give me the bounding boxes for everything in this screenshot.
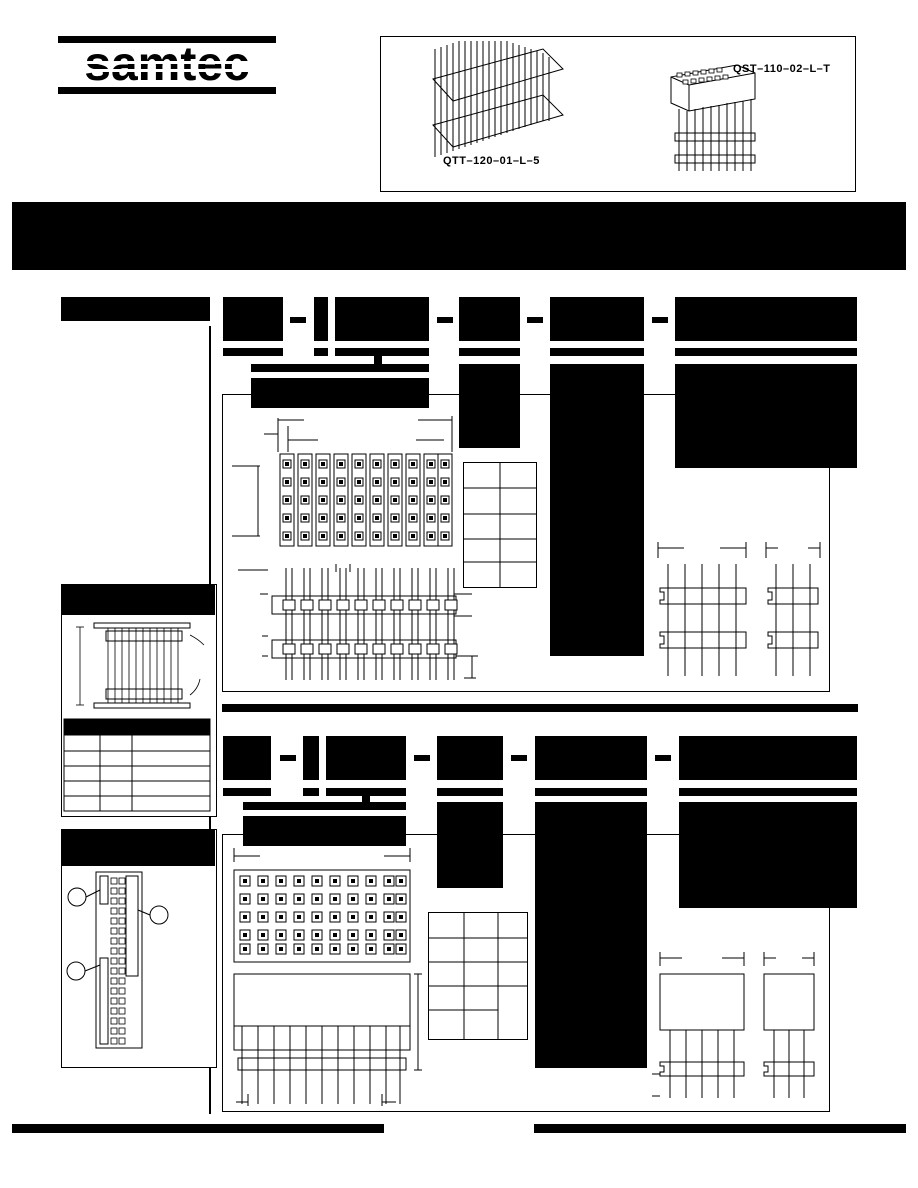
qtt-code-block-3 [335, 297, 429, 341]
qst-column-4-body [437, 802, 503, 888]
qst-option-header [243, 816, 406, 846]
qtt-code-block-2 [314, 297, 328, 341]
qtt-drawing-frame [222, 394, 830, 692]
qtt-column-4-body [459, 364, 520, 448]
qtt-dash-2 [437, 317, 453, 323]
title-banner [12, 202, 906, 270]
qtt-code-block-6 [675, 297, 857, 341]
qst-dash-1 [280, 755, 296, 761]
qst-dash-3 [511, 755, 527, 761]
qtt-connector-illustration [432, 41, 564, 157]
qst-code-block-2 [303, 736, 319, 780]
stacked-connector-drawing [76, 622, 205, 709]
qtt-frame-redraw-6 [675, 394, 829, 468]
svg-text:samtec: samtec [84, 38, 249, 91]
pin-layout-header [62, 830, 215, 866]
qst-code-block-3 [326, 736, 406, 780]
qst-frame-redraw-6 [679, 834, 830, 908]
qst-code-block-1 [223, 736, 271, 780]
qtt-underline-2 [314, 348, 328, 356]
qst-drawing-frame [222, 834, 830, 1112]
qst-end-views [652, 952, 815, 1098]
qtt-pointer [374, 356, 382, 364]
qst-underline-6 [679, 788, 857, 796]
footer-bar-right [534, 1124, 906, 1133]
qst-dimension-table [428, 912, 528, 1040]
qtt-code-block-5 [550, 297, 644, 341]
qtt-underline-3 [335, 348, 429, 356]
samtec-logo: samtec [58, 36, 276, 94]
qtt-code-block-1 [223, 297, 283, 341]
qst-option-bar [243, 802, 406, 810]
qtt-dash-3 [527, 317, 543, 323]
qtt-underline-4 [459, 348, 520, 356]
qtt-top-view [232, 416, 453, 547]
qtt-underline-1 [223, 348, 283, 356]
qtt-option-bar [251, 364, 429, 372]
qst-code-block-5 [535, 736, 647, 780]
qst-underline-3 [326, 788, 406, 796]
qst-underline-5 [535, 788, 647, 796]
qst-dash-2 [414, 755, 430, 761]
application-panel [61, 584, 217, 817]
qtt-underline-6 [675, 348, 857, 356]
pin-layout-panel [61, 829, 217, 1068]
qtt-dimension-table [463, 462, 537, 588]
qtt-side-view [238, 564, 478, 680]
product-photo-frame: QTT–120–01–L–5 QST–110–02–L–T [380, 36, 856, 192]
qst-code-block-6 [679, 736, 857, 780]
qst-frame-redraw-5 [535, 834, 647, 1068]
qst-code-block-4 [437, 736, 503, 780]
qst-side-view [233, 973, 422, 1106]
qst-connector-illustration [670, 64, 756, 171]
footer-bar-left [12, 1124, 384, 1133]
qtt-frame-redraw-5 [550, 394, 644, 656]
qtt-code-block-4 [459, 297, 520, 341]
qst-dash-4 [655, 755, 671, 761]
qtt-dash-4 [652, 317, 668, 323]
qtt-end-views [657, 542, 821, 676]
qtt-option-header [251, 378, 429, 408]
qst-underline-1 [223, 788, 271, 796]
application-table [63, 718, 211, 812]
qst-underline-4 [437, 788, 503, 796]
pin-layout-drawing [66, 871, 169, 1049]
application-panel-header [62, 585, 215, 615]
qst-pointer [362, 796, 370, 802]
right-part-number: QST–110–02–L–T [733, 63, 831, 75]
qst-top-view [233, 848, 411, 963]
qtt-dash-1 [290, 317, 306, 323]
section-divider [222, 704, 858, 712]
qst-underline-2 [303, 788, 319, 796]
left-part-number: QTT–120–01–L–5 [443, 155, 540, 167]
sidebar-header [61, 297, 210, 321]
qtt-underline-5 [550, 348, 644, 356]
